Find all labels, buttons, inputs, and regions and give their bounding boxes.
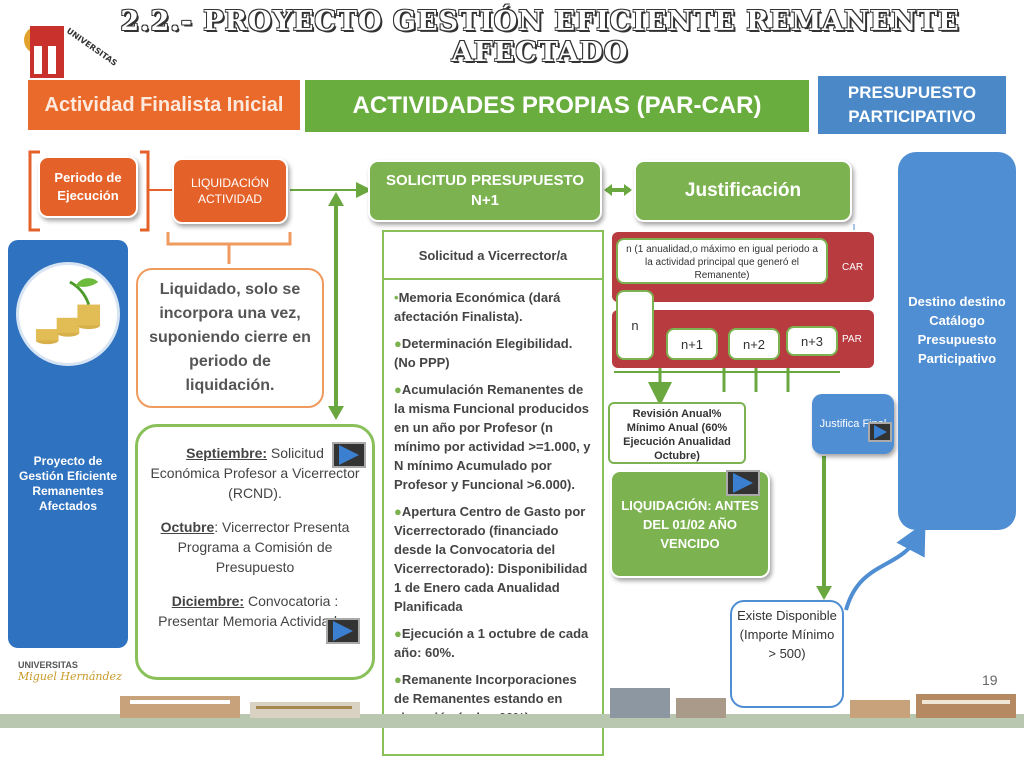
solicitud-presupuesto-box: SOLICITUD PRESUPUESTO N+1	[368, 160, 602, 222]
calendar-month: Octubre	[160, 519, 215, 535]
footer-university-line1: UNIVERSITAS	[18, 660, 78, 670]
revision-anual-box: Revisión Anual% Mínimo Anual (60% Ejecuc…	[608, 402, 746, 464]
list-item-text: Determinación Elegibilidad. (No PPP)	[394, 336, 573, 370]
calendar-item: Octubre: Vicerrector Presenta Programa a…	[150, 517, 360, 577]
play-button[interactable]	[332, 442, 366, 468]
coin-plant-image	[16, 262, 120, 366]
destino-catalogo-box: Destino destino Catálogo Presupuesto Par…	[898, 152, 1016, 530]
calendar-month: Diciembre:	[171, 593, 245, 609]
list-item-text: Acumulación Remanentes de la misma Funci…	[394, 382, 591, 492]
university-logo: UNIVERSITAS	[24, 26, 119, 78]
play-icon	[339, 445, 359, 465]
periodo-ejecucion-box: Periodo de Ejecución	[38, 156, 138, 218]
bullet: ●	[394, 382, 402, 397]
n-note-box: n (1 anualidad,o máximo en igual periodo…	[616, 238, 828, 284]
page-title: 2.2.- PROYECTO GESTIÓN EFICIENTE REMANEN…	[120, 6, 960, 68]
solicitud-list: •Memoria Económica (dará afectación Fina…	[384, 280, 602, 727]
year-n2-box: n+2	[728, 328, 780, 360]
bullet: ●	[394, 504, 402, 519]
header-actividades-propias: ACTIVIDADES PROPIAS (PAR-CAR)	[305, 80, 809, 132]
calendar-month: Septiembre:	[186, 445, 268, 461]
footer-university-line2: Miguel Hernández	[18, 670, 122, 683]
par-label: PAR	[842, 334, 862, 345]
list-item: •Memoria Económica (dará afectación Fina…	[394, 288, 592, 326]
umh-footer-logo: UNIVERSITAS Miguel Hernández	[18, 660, 138, 690]
list-item-text: Ejecución a 1 octubre de cada año: 60%.	[394, 626, 589, 660]
calendar-item: Septiembre: Solicitud Económica Profesor…	[150, 443, 360, 503]
calendar-text: Convocatoria : Presentar Memoria Activid…	[158, 593, 352, 629]
calendar-text: Solicitud Económica Profesor a Vicerrect…	[150, 445, 360, 501]
list-item-text: Apertura Centro de Gasto por Vicerrector…	[394, 504, 588, 614]
page-number: 19	[982, 672, 998, 688]
list-item: ●Apertura Centro de Gasto por Vicerrecto…	[394, 502, 592, 616]
solicitud-details-box: Solicitud a Vicerrector/a •Memoria Econó…	[382, 230, 604, 756]
play-icon	[873, 425, 887, 439]
play-button[interactable]	[726, 470, 760, 496]
year-n1-box: n+1	[666, 328, 718, 360]
bullet: •	[394, 290, 399, 305]
liquidacion-actividad-box: LIQUIDACIÓN ACTIVIDAD	[172, 158, 288, 224]
year-n3-box: n+3	[786, 326, 838, 356]
year-n-box: n	[616, 290, 654, 360]
calendar-text: : Vicerrector Presenta Programa a Comisi…	[177, 519, 350, 575]
justificacion-box: Justificación	[634, 160, 852, 222]
solicitud-title: Solicitud a Vicerrector/a	[384, 232, 602, 280]
liquidacion-vencido-box: LIQUIDACIÓN: ANTES DEL 01/02 AÑO VENCIDO	[610, 470, 770, 578]
existe-disponible-box: Existe Disponible (Importe Mínimo > 500)	[730, 600, 844, 708]
play-icon	[733, 473, 753, 493]
header-presupuesto-participativo: PRESUPUESTO PARTICIPATIVO	[818, 76, 1006, 134]
liquidado-note: Liquidado, solo se incorpora una vez, su…	[136, 268, 324, 408]
svg-text:UNIVERSITAS: UNIVERSITAS	[65, 26, 119, 68]
calendar-item: Diciembre: Convocatoria : Presentar Memo…	[150, 591, 360, 631]
campus-skyline-image	[0, 688, 1024, 728]
proyecto-panel: Proyecto de Gestión Eficiente Remanentes…	[8, 240, 128, 648]
bullet: ●	[394, 672, 402, 687]
header-actividad-finalista: Actividad Finalista Inicial	[28, 80, 300, 130]
list-item: ●Determinación Elegibilidad. (No PPP)	[394, 334, 592, 372]
list-item: ●Ejecución a 1 octubre de cada año: 60%.	[394, 624, 592, 662]
play-icon	[333, 621, 353, 641]
play-button[interactable]	[326, 618, 360, 644]
proyecto-label: Proyecto de Gestión Eficiente Remanentes…	[18, 454, 118, 513]
bullet: ●	[394, 336, 402, 351]
car-label: CAR	[842, 262, 864, 273]
bullet: ●	[394, 626, 402, 641]
list-item: ●Acumulación Remanentes de la misma Func…	[394, 380, 592, 494]
list-item-text: Memoria Económica (dará afectación Final…	[394, 290, 561, 324]
play-button[interactable]	[868, 422, 892, 442]
